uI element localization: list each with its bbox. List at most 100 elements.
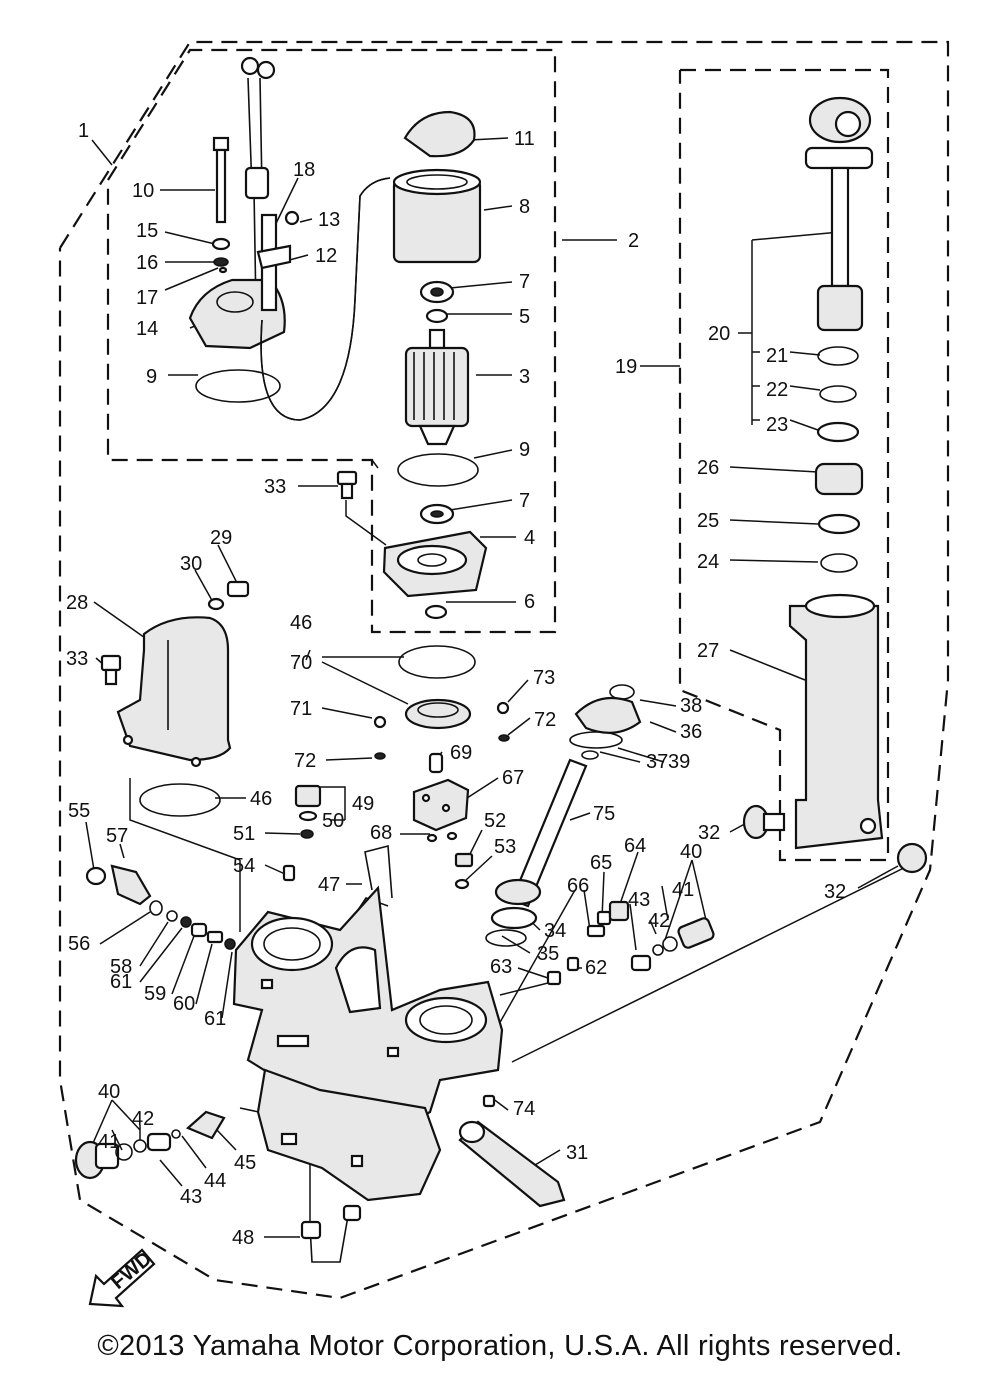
valve-63: [546, 970, 562, 986]
plug-52: [454, 852, 474, 868]
seal-23: [816, 421, 860, 443]
part-label-58: 58: [110, 956, 132, 978]
plug-29: [226, 580, 250, 598]
part-label-5: 5: [519, 306, 530, 328]
spring-43-left: [146, 1132, 172, 1152]
pump-manifold-parts: [74, 580, 715, 1263]
gland-26: [814, 462, 864, 496]
part-label-71: 71: [290, 698, 312, 720]
o-ring-21: [817, 346, 859, 366]
boundary-tilt-cylinder-assembly: [678, 68, 890, 862]
bushing-32-right: [896, 842, 928, 874]
part-label-33: 33: [66, 648, 88, 670]
part-label-48: 48: [232, 1227, 254, 1249]
part-label-72: 72: [534, 709, 556, 731]
exploded-parts-diagram: FWD 123456778991011121314151617181920212…: [58, 40, 950, 1308]
bolt-10-head: [212, 136, 230, 152]
part-label-34: 34: [544, 920, 566, 942]
part-label-52: 52: [484, 810, 506, 832]
part-label-46: 46: [290, 612, 312, 634]
o-ring-56: [149, 900, 163, 916]
part-label-16: 16: [136, 252, 158, 274]
part-label-14: 14: [136, 318, 158, 340]
part-label-65: 65: [590, 852, 612, 874]
screw-33-lower: [100, 654, 122, 672]
screw-33-upper: [336, 470, 358, 486]
o-ring-30: [207, 597, 225, 611]
lower-housing: [256, 1068, 442, 1202]
seal-75: [494, 878, 542, 906]
seal-25: [817, 513, 861, 535]
o-ring-41-right: [662, 936, 678, 952]
o-ring-22: [819, 385, 857, 403]
part-label-35: 35: [537, 943, 559, 965]
part-label-62: 62: [585, 957, 607, 979]
brush-holder-11: [403, 110, 476, 158]
part-label-32: 32: [698, 822, 720, 844]
boundary-motor-assembly: [106, 48, 557, 634]
screw-13: [284, 210, 300, 226]
piston-rod-20: [830, 166, 850, 288]
ball-51: [300, 829, 314, 839]
part-label-7: 7: [519, 490, 530, 512]
part-label-29: 29: [210, 527, 232, 549]
clip-55: [85, 866, 107, 886]
copyright-notice: ©2013 Yamaha Motor Corporation, U.S.A. A…: [97, 1330, 903, 1362]
part-label-9: 9: [146, 366, 157, 388]
pump-70: [404, 698, 472, 730]
wire-terminal-left: [240, 56, 260, 76]
cylinder-cap: [804, 146, 874, 170]
o-ring-58: [166, 910, 178, 922]
part-label-64: 64: [624, 835, 646, 857]
part-label-73: 73: [533, 667, 555, 689]
fwd-label: FWD: [107, 1248, 156, 1294]
washer-16: [213, 257, 229, 267]
armature-shaft: [428, 328, 446, 350]
armature-3: [404, 346, 470, 428]
o-ring-9-right: [397, 453, 479, 487]
pin-68-a: [426, 833, 438, 843]
o-ring-39: [569, 731, 623, 749]
part-label-22: 22: [766, 379, 788, 401]
spring-43-right: [630, 954, 652, 972]
washer-5: [425, 308, 449, 324]
part-label-63: 63: [490, 956, 512, 978]
part-label-70: 70: [290, 652, 312, 674]
plug-49: [294, 784, 322, 808]
motor-assembly-parts: [188, 56, 488, 620]
part-label-15: 15: [136, 220, 158, 242]
part-label-69: 69: [450, 742, 472, 764]
part-label-41: 41: [98, 1131, 120, 1153]
part-label-2: 2: [628, 230, 639, 252]
part-label-27: 27: [697, 640, 719, 662]
part-label-26: 26: [697, 457, 719, 479]
part-label-8: 8: [519, 196, 530, 218]
part-label-72: 72: [294, 750, 316, 772]
o-ring-46-upper: [398, 645, 476, 679]
part-label-1: 1: [78, 120, 89, 142]
part-label-51: 51: [233, 823, 255, 845]
part-label-53: 53: [494, 836, 516, 858]
part-label-66: 66: [567, 875, 589, 897]
wire-terminal-right: [256, 60, 276, 80]
part-label-41: 41: [672, 879, 694, 901]
part-label-75: 75: [593, 803, 615, 825]
spring-60: [206, 930, 224, 944]
part-label-39: 39: [668, 751, 690, 773]
part-label-74: 74: [513, 1098, 535, 1120]
valve-57: [110, 864, 152, 906]
seal-34: [490, 906, 538, 930]
part-label-6: 6: [524, 591, 535, 613]
part-label-10: 10: [132, 180, 154, 202]
part-label-54: 54: [233, 855, 255, 877]
bushing-6: [424, 604, 448, 620]
plug-40-right: [677, 917, 715, 949]
boundary-power-trim-assembly: [58, 40, 950, 1300]
o-ring-24: [820, 553, 858, 573]
pump-housing-67: [412, 778, 470, 832]
part-label-12: 12: [315, 245, 337, 267]
o-ring-50: [298, 810, 318, 822]
ring-53: [454, 878, 470, 890]
part-label-17: 17: [136, 287, 158, 309]
plug-64: [608, 900, 630, 922]
